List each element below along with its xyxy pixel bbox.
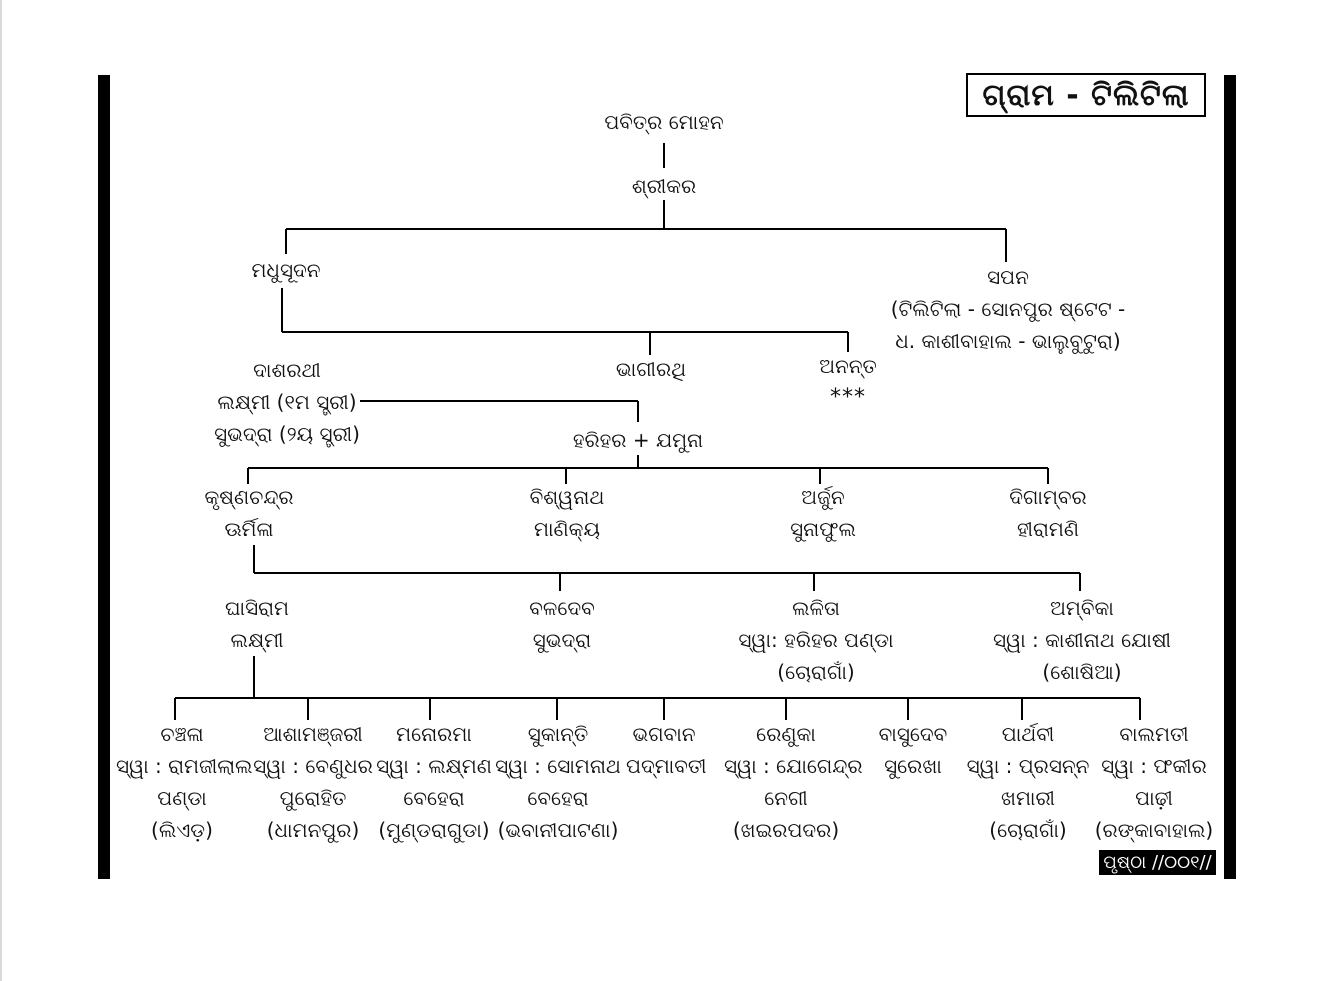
gen1-name: ଶ୍ରୀକର	[631, 174, 697, 198]
root-name: ପବିତ୍ର ମୋହନ	[604, 110, 724, 134]
node-gen6-3: ମନୋରମା ସ୍ୱା : ଲକ୍ଷ୍ମଣ ବେହେରା (ମୁଣ୍ଡରାଗୁଡ…	[376, 718, 492, 846]
gen6-line1: ଭଗବାନ	[632, 722, 696, 746]
couple-label: ହରିହର + ଯମୁନା	[572, 428, 704, 452]
node-gen5-4: ଅମ୍ବିକା ସ୍ୱା : କାଶୀନାଥ ଯୋଷୀ (ଶୋଷିଆ)	[972, 592, 1192, 688]
gen6-line1: ମନୋରମା	[396, 722, 472, 746]
gen6-line4: (ଖଇରପଦର)	[732, 818, 840, 842]
node-gen6-2: ଆଶାମଞ୍ଜରୀ ସ୍ୱା : ବେଣୁଧର ପୁରୋହିତ (ଧାମନପୁର…	[252, 718, 374, 846]
node-gen5-1: ଘାସିରାମ ଲକ୍ଷ୍ମୀ	[167, 592, 347, 656]
gen6-line2: ସୁରେଖା	[884, 754, 942, 778]
node-gen6-7: ବାସୁଦେବ ସୁରେଖା	[868, 718, 958, 782]
node-gen6-4: ସୁକାନ୍ତି ସ୍ୱା : ସୋମନାଥ ବେହେରା (ଭବାନୀପାଟଣ…	[494, 718, 622, 846]
gen5-line2: ସ୍ୱା : କାଶୀନାଥ ଯୋଷୀ	[993, 628, 1171, 652]
gen6-line3: ବେହେରା	[527, 786, 589, 810]
gen6-line2: ସ୍ୱା : ବେଣୁଧର	[253, 754, 373, 778]
gen6-line4: (ରଙ୍କାବାହାଲ)	[1094, 818, 1214, 842]
gen5-name: ଘାସିରାମ	[225, 596, 289, 620]
gen6-line4: (ମୁଣ୍ଡରାଗୁଡା)	[378, 818, 490, 842]
gen4-spouse: ହୀରାମଣି	[1017, 517, 1079, 541]
node-bhagirathi: ଭାଗୀରଥି	[551, 353, 751, 385]
node-gen5-2: ବଳଦେବ ସୁଭଦ୍ରା	[472, 592, 652, 656]
madhusudan-name: ମଧୁସୂଦନ	[251, 258, 321, 282]
gen5-line3: (ଶୋଷିଆ)	[1042, 660, 1122, 684]
gen4-name: ଦିଗାମ୍ବର	[1009, 485, 1087, 509]
node-gen6-5: ଭଗବାନ ପଦ୍ମାବତୀ	[626, 718, 707, 782]
gen6-line3: ବେହେରା	[403, 786, 465, 810]
gen5-line3: (ଚୋରାଗାଁ)	[777, 660, 855, 684]
gen5-line2: ଲକ୍ଷ୍ମୀ	[230, 628, 284, 652]
node-gen6-8: ପାର୍ଥବୀ ସ୍ୱା : ପ୍ରସନ୍ନ ଖମାରୀ (ଚୋରାଗାଁ)	[966, 718, 1090, 846]
gen6-line2: ସ୍ୱା : ଯୋଗେନ୍ଦ୍ର	[724, 754, 863, 778]
ananta-mark: ***	[830, 385, 866, 410]
gen5-line2: ସୁଭଦ୍ରା	[532, 628, 592, 652]
node-gen6-1: ଚଞ୍ଚଳା ସ୍ୱା : ରାମଜୀଲାଲ ପଣ୍ଡା (ଲିଏଡ଼)	[116, 718, 253, 846]
gen4-name: ବିଶ୍ୱନାଥ	[529, 485, 605, 509]
sapan-note-line2: ଧ. କାଶୀବାହାଲ - ଭାଲୁବୁଟୁରା)	[895, 329, 1121, 353]
node-couple: ହରିହର + ଯମୁନା	[518, 424, 758, 456]
gen6-line3: ପଣ୍ଡା	[157, 786, 207, 810]
gen4-spouse: ମାଣିକ୍ୟ	[534, 517, 600, 541]
gen6-line2: ସ୍ୱା : ରାମଜୀଲାଲ	[116, 754, 253, 778]
sapan-name: ସପନ	[987, 265, 1029, 289]
gen4-name: ଅର୍ଜୁନ	[801, 485, 845, 509]
gen5-name: ବଳଦେବ	[529, 596, 595, 620]
gen5-name: ଅମ୍ବିକା	[1050, 596, 1114, 620]
node-gen6-6: ରେଣୁକା ସ୍ୱା : ଯୋଗେନ୍ଦ୍ର ନେଗୀ (ଖଇରପଦର)	[724, 718, 863, 846]
gen6-line1: ପାର୍ଥବୀ	[1001, 722, 1055, 746]
node-dasarathi: ଦାଶରଥୀ ଲକ୍ଷ୍ମୀ (୧ମ ସ୍ତ୍ରୀ) ସୁଭଦ୍ରା (୨ୟ ସ…	[187, 354, 387, 450]
dasarathi-wife2: ସୁଭଦ୍ରା (୨ୟ ସ୍ତ୍ରୀ)	[214, 422, 360, 446]
gen6-line1: ବାସୁଦେବ	[878, 722, 948, 746]
node-root: ପବିତ୍ର ମୋହନ	[564, 106, 764, 138]
gen6-line4: (ଲିଏଡ଼)	[151, 818, 213, 842]
node-sapan: ସପନ (ଟିଲିଟିଲା - ସୋନପୁର ଷ୍ଟେଟ - ଧ. କାଶୀବା…	[858, 261, 1158, 357]
bhagirathi-name: ଭାଗୀରଥି	[615, 357, 687, 381]
dasarathi-name: ଦାଶରଥୀ	[253, 358, 321, 382]
gen4-name: କୃଷ୍ଣଚନ୍ଦ୍ର	[204, 485, 294, 509]
page-number-badge: ପୃଷ୍ଠା //୦୦୧//	[1099, 850, 1216, 875]
node-madhusudan: ମଧୁସୂଦନ	[186, 254, 386, 286]
gen6-line3: ପାଢ଼ୀ	[1135, 786, 1173, 810]
gen5-name: ଲଳିତା	[792, 596, 840, 620]
gen6-line1: ଚଞ୍ଚଳା	[160, 722, 204, 746]
gen6-line3: ନେଗୀ	[764, 786, 808, 810]
dasarathi-wife1: ଲକ୍ଷ୍ମୀ (୧ମ ସ୍ତ୍ରୀ)	[217, 390, 357, 414]
gen4-spouse: ଊର୍ମିଳା	[224, 517, 274, 541]
node-gen4-3: ଅର୍ଜୁନ ସୁନାଫୁଲ	[733, 481, 913, 545]
gen6-line2: ସ୍ୱା : ଫକୀର	[1101, 754, 1207, 778]
right-border-bar	[1224, 75, 1236, 879]
gen4-spouse: ସୁନାଫୁଲ	[790, 517, 856, 541]
gen6-line4: (ଚୋରାଗାଁ)	[989, 818, 1067, 842]
gen6-line2: ସ୍ୱା : ଲକ୍ଷ୍ମଣ	[376, 754, 492, 778]
gen5-line2: ସ୍ୱା: ହରିହର ପଣ୍ଡା	[738, 628, 894, 652]
gen6-line3: ପୁରୋହିତ	[279, 786, 347, 810]
gen6-line4: (ଧାମନପୁର)	[266, 818, 360, 842]
gen6-line2: ପଦ୍ମାବତୀ	[626, 754, 707, 778]
node-ananta: ଅନନ୍ତ ***	[778, 350, 918, 414]
ananta-name: ଅନନ୍ତ	[819, 354, 877, 378]
page-edge	[0, 0, 2, 981]
node-gen4-2: ବିଶ୍ୱନାଥ ମାଣିକ୍ୟ	[477, 481, 657, 545]
gen6-line1: ବାଲମତୀ	[1119, 722, 1189, 746]
node-gen5-3: ଲଳିତା ସ୍ୱା: ହରିହର ପଣ୍ଡା (ଚୋରାଗାଁ)	[706, 592, 926, 688]
node-gen4-1: କୃଷ୍ଣଚନ୍ଦ୍ର ଊର୍ମିଳା	[159, 481, 339, 545]
gen6-line3: ଖମାରୀ	[1001, 786, 1055, 810]
node-gen6-9: ବାଲମତୀ ସ୍ୱା : ଫକୀର ପାଢ଼ୀ (ରଙ୍କାବାହାଲ)	[1092, 718, 1216, 846]
gen6-line2: ସ୍ୱା : ପ୍ରସନ୍ନ	[966, 754, 1090, 778]
left-border-bar	[98, 75, 110, 879]
gen6-line1: ରେଣୁକା	[756, 722, 816, 746]
gen6-line1: ଆଶାମଞ୍ଜରୀ	[263, 722, 363, 746]
gen6-line4: (ଭବାନୀପାଟଣା)	[497, 818, 619, 842]
node-gen4-4: ଦିଗାମ୍ବର ହୀରାମଣି	[958, 481, 1138, 545]
node-gen1: ଶ୍ରୀକର	[564, 170, 764, 202]
sapan-note-line1: (ଟିଲିଟିଲା - ସୋନପୁର ଷ୍ଟେଟ -	[890, 297, 1126, 321]
gen6-line1: ସୁକାନ୍ତି	[527, 722, 589, 746]
village-title: ଗ୍ରାମ - ଟିଲିଟିଲା	[966, 73, 1206, 117]
gen6-line2: ସ୍ୱା : ସୋମନାଥ	[495, 754, 621, 778]
